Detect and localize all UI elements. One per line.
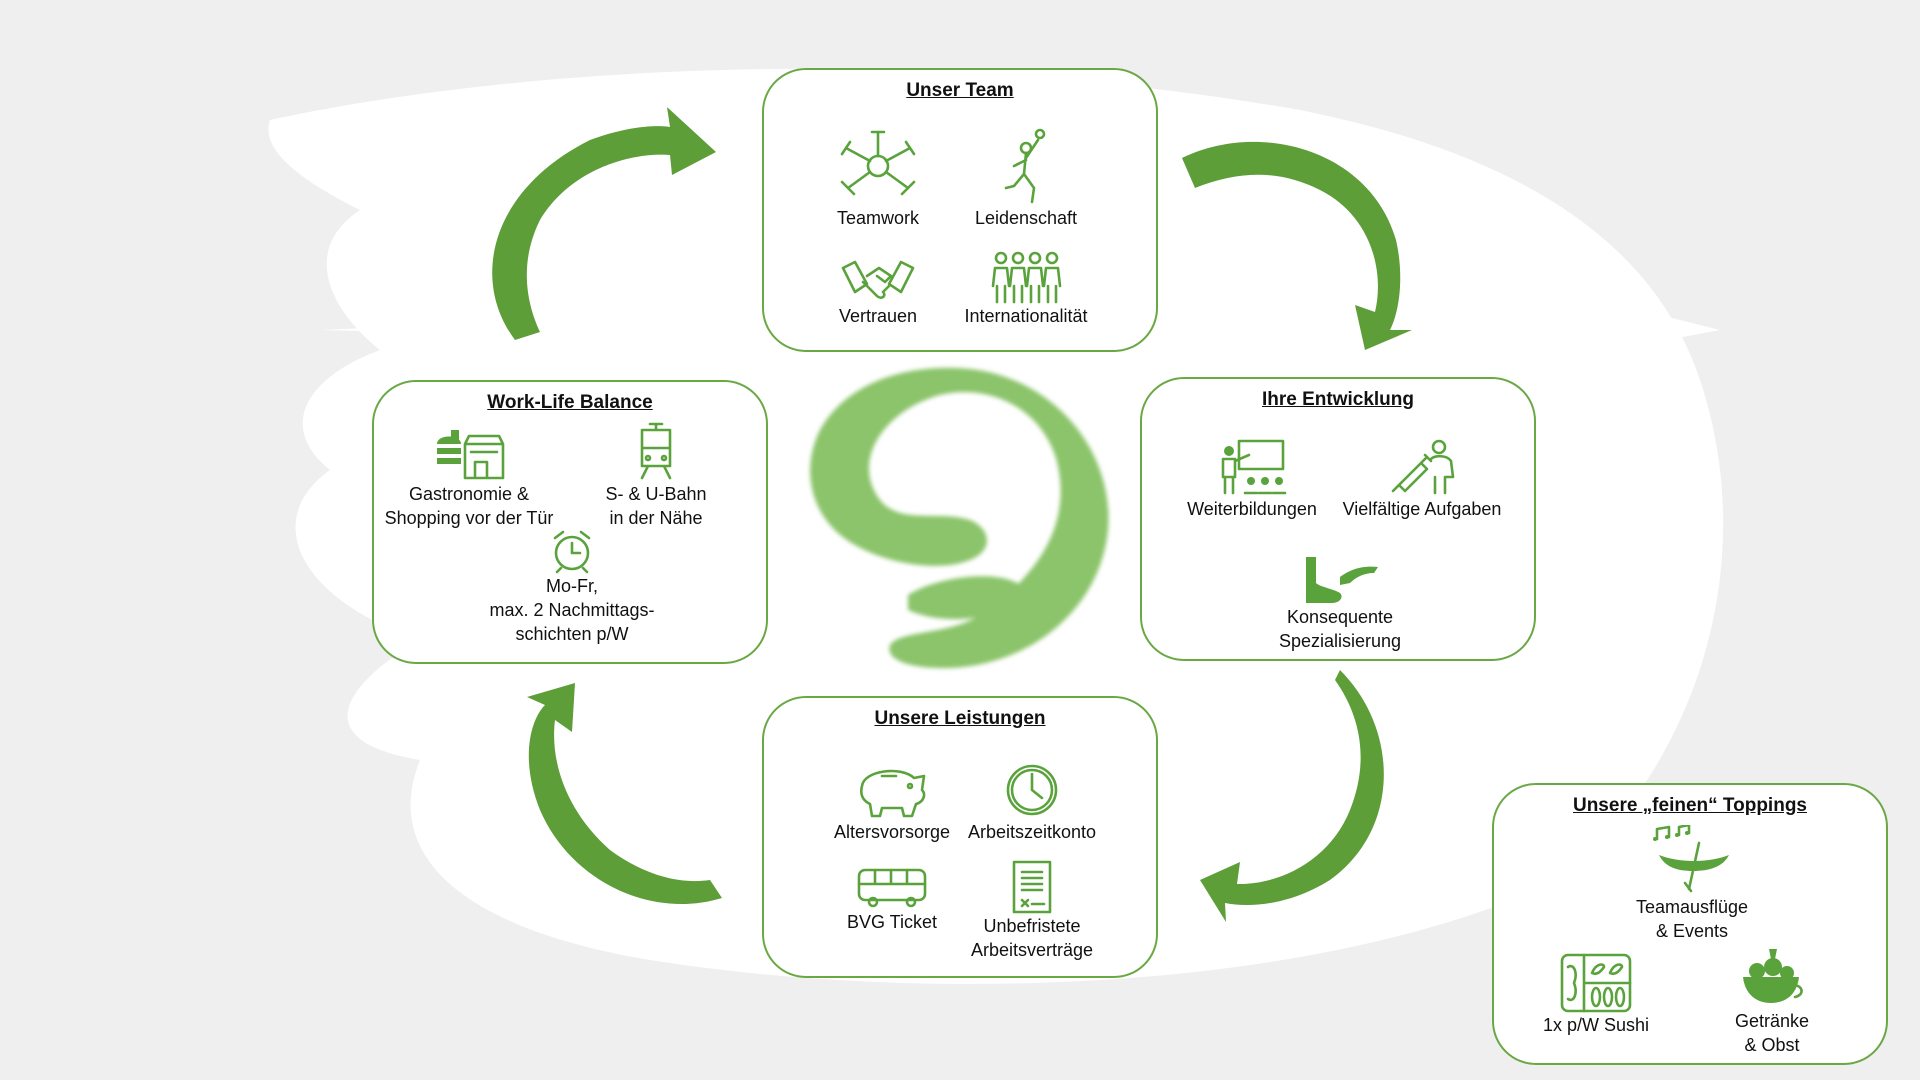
worklife-item-zeiten: Mo-Fr, max. 2 Nachmittags- schichten p/W — [462, 528, 682, 646]
team-box: Unser Team Teamwork Leidenschaft — [762, 68, 1158, 352]
canoe-music-icon — [1592, 825, 1792, 895]
team-label-vertrauen: Vertrauen — [838, 306, 918, 326]
leistungen-box: Unsere Leistungen Altersvorsorge Arbeits… — [762, 696, 1158, 978]
leistungen-item-vertraege: Unbefristete Arbeitsverträge — [932, 860, 1132, 962]
fruit-bowl-icon — [1672, 945, 1872, 1009]
bus-icon — [792, 866, 992, 910]
leistungen-title: Unsere Leistungen — [874, 708, 1046, 729]
entwicklung-title: Ihre Entwicklung — [1261, 389, 1415, 410]
toppings-label-getraenke: Getränke & Obst — [1734, 1011, 1810, 1055]
team-item-vertrauen: Vertrauen — [778, 256, 978, 328]
worklife-title: Work-Life Balance — [487, 392, 653, 413]
toppings-item-sushi: 1x p/W Sushi — [1496, 953, 1696, 1037]
arrow-bottom-right — [1200, 670, 1384, 922]
arrow-top-right — [1182, 141, 1412, 350]
toppings-label-events: Teamausflüge & Events — [1635, 897, 1749, 941]
sushi-tray-icon — [1496, 953, 1696, 1013]
leistungen-label-bvg: BVG Ticket — [846, 912, 938, 932]
basketball-player-icon — [926, 126, 1126, 206]
worklife-box: Work-Life Balance Gastronomie & Shopping… — [372, 380, 768, 664]
worklife-label-zeiten: Mo-Fr, max. 2 Nachmittags- schichten p/W — [489, 576, 655, 644]
entwicklung-box: Ihre Entwicklung Weiterbildungen Vielfäl… — [1140, 377, 1536, 661]
team-item-internationalitaet: Internationalität — [926, 250, 1126, 328]
leistungen-label-altersvorsorge: Altersvorsorge — [833, 822, 951, 842]
leistungen-label-vertraege: Unbefristete Arbeitsverträge — [970, 916, 1094, 960]
worklife-item-gastronomie: Gastronomie & Shopping vor der Tür — [364, 422, 574, 530]
group-people-icon — [926, 250, 1126, 304]
entwicklung-label-aufgaben: Vielfältige Aufgaben — [1342, 499, 1502, 519]
entwicklung-item-weiterbildungen: Weiterbildungen — [1152, 437, 1352, 521]
toppings-title: Unsere „feinen“ Toppings — [1572, 795, 1807, 816]
leistungen-item-bvg: BVG Ticket — [792, 866, 992, 934]
leistungen-item-arbeitszeitkonto: Arbeitszeitkonto — [932, 760, 1132, 844]
team-label-internationalitaet: Internationalität — [964, 306, 1088, 326]
piggy-bank-icon — [792, 760, 992, 820]
center-logo — [810, 367, 1109, 669]
team-label-leidenschaft: Leidenschaft — [974, 208, 1078, 228]
toppings-item-getraenke: Getränke & Obst — [1672, 945, 1872, 1057]
teacher-board-icon — [1152, 437, 1352, 497]
toppings-box: Unsere „feinen“ Toppings Teamausflüge & … — [1492, 783, 1888, 1065]
worklife-label-gastronomie: Gastronomie & Shopping vor der Tür — [384, 484, 554, 528]
entwicklung-label-spezialisierung: Konsequente Spezialisierung — [1278, 607, 1402, 651]
contract-document-icon — [932, 860, 1132, 914]
entwicklung-item-aufgaben: Vielfältige Aufgaben — [1322, 437, 1522, 521]
arrow-bottom-left — [527, 683, 722, 905]
tram-icon — [566, 422, 746, 482]
worklife-item-bahn: S- & U-Bahn in der Nähe — [566, 422, 746, 530]
team-item-teamwork: Teamwork — [778, 126, 978, 230]
entwicklung-item-spezialisierung: Konsequente Spezialisierung — [1240, 555, 1440, 653]
teamwork-hands-icon — [778, 126, 978, 206]
syringe-person-icon — [1322, 437, 1522, 497]
clock-icon — [932, 760, 1132, 820]
leistungen-item-altersvorsorge: Altersvorsorge — [792, 760, 992, 844]
alarm-clock-icon — [462, 528, 682, 574]
arrow-top-left — [492, 107, 716, 340]
handshake-icon — [778, 256, 978, 304]
food-shop-icon — [364, 422, 574, 482]
team-title: Unser Team — [906, 80, 1014, 101]
team-item-leidenschaft: Leidenschaft — [926, 126, 1126, 230]
toppings-item-events: Teamausflüge & Events — [1592, 825, 1792, 943]
toppings-label-sushi: 1x p/W Sushi — [1542, 1015, 1650, 1035]
worklife-label-bahn: S- & U-Bahn in der Nähe — [605, 484, 707, 528]
entwicklung-label-weiterbildungen: Weiterbildungen — [1187, 499, 1317, 519]
team-label-teamwork: Teamwork — [836, 208, 920, 228]
foot-hand-icon — [1240, 555, 1440, 605]
leistungen-label-arbeitszeitkonto: Arbeitszeitkonto — [967, 822, 1097, 842]
